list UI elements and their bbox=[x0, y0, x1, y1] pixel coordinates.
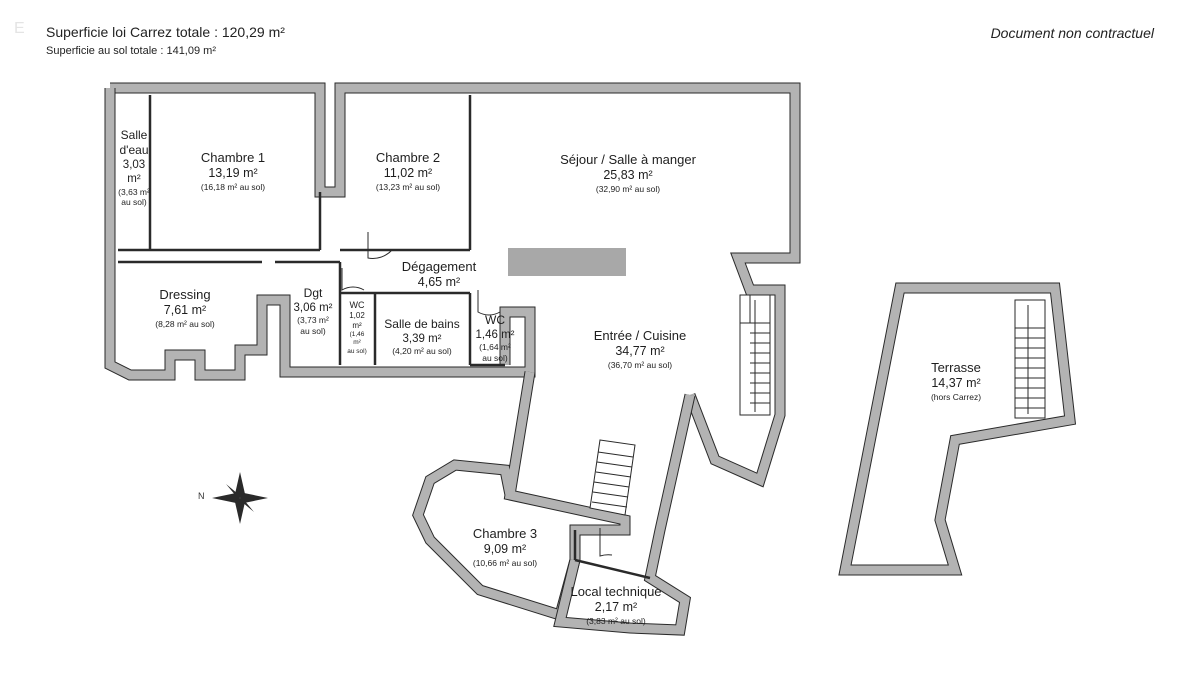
room-salle-eau: Salle d'eau 3,03 m² (3,63 m² au sol) bbox=[118, 128, 150, 208]
room-sol: (13,23 m² au sol) bbox=[375, 181, 441, 192]
sol-total: Superficie au sol totale : 141,09 m² bbox=[46, 45, 216, 57]
room-area: 7,61 m² bbox=[163, 303, 207, 318]
room-sol: (16,18 m² au sol) bbox=[200, 181, 266, 192]
room-area: 9,09 m² bbox=[483, 542, 527, 557]
room-sol: (10,66 m² au sol) bbox=[472, 557, 538, 568]
outer-wall-main-fill bbox=[110, 83, 800, 487]
staircase-right bbox=[739, 294, 771, 416]
room-area: 34,77 m² bbox=[615, 344, 665, 359]
room-name: Chambre 2 bbox=[375, 150, 441, 165]
room-sejour: Séjour / Salle à manger 25,83 m² (32,90 … bbox=[560, 152, 696, 195]
room-name: Salle bbox=[120, 128, 148, 142]
room-area: 11,02 m² bbox=[383, 166, 433, 181]
room-name: Local technique bbox=[570, 584, 662, 599]
room-wc-2: WC 1,46 m² (1,64 m² au sol) bbox=[476, 313, 515, 364]
room-area: 1,46 m² bbox=[475, 329, 515, 341]
room-area: 3,06 m² bbox=[293, 302, 333, 314]
disclaimer: Document non contractuel bbox=[990, 25, 1154, 41]
staircase-center bbox=[589, 439, 636, 516]
room-terrasse: Terrasse 14,37 m² (hors Carrez) bbox=[931, 360, 981, 403]
room-area: 13,19 m² bbox=[208, 166, 258, 181]
interior-walls bbox=[118, 95, 651, 580]
room-area: 2,17 m² bbox=[594, 600, 638, 615]
room-name: Séjour / Salle à manger bbox=[560, 152, 696, 167]
room-sol: (36,70 m² au sol) bbox=[607, 359, 673, 370]
room-degagement: Dégagement 4,65 m² bbox=[402, 259, 476, 291]
watermark-logo: E bbox=[14, 20, 26, 37]
room-dgt: Dgt 3,06 m² (3,73 m² au sol) bbox=[294, 286, 333, 337]
room-name: WC bbox=[485, 313, 505, 327]
room-name: WC bbox=[349, 300, 365, 310]
room-area: 3,39 m² bbox=[402, 333, 442, 345]
room-name: Dgt bbox=[303, 286, 323, 300]
room-area: m² bbox=[127, 173, 141, 186]
room-area: 3,03 bbox=[122, 159, 146, 171]
room-name: Entrée / Cuisine bbox=[593, 328, 687, 343]
room-name: Dégagement bbox=[401, 259, 477, 274]
room-name: Chambre 3 bbox=[472, 526, 538, 541]
room-name: Chambre 1 bbox=[200, 150, 266, 165]
room-chambre-3: Chambre 3 9,09 m² (10,66 m² au sol) bbox=[473, 526, 537, 569]
room-area: 14,37 m² bbox=[931, 376, 981, 391]
room-sol: (1,46 bbox=[349, 331, 365, 339]
room-name: Terrasse bbox=[931, 360, 981, 375]
room-sol: (3,73 m² bbox=[297, 315, 329, 326]
room-entree-cuisine: Entrée / Cuisine 34,77 m² (36,70 m² au s… bbox=[594, 328, 687, 371]
room-dressing: Dressing 7,61 m² (8,28 m² au sol) bbox=[155, 287, 215, 330]
room-area: 25,83 m² bbox=[603, 168, 653, 183]
room-area: m² bbox=[352, 321, 362, 331]
room-sol: (32,90 m² au sol) bbox=[595, 183, 661, 194]
room-area: 1,02 bbox=[349, 311, 365, 321]
kitchen-counter bbox=[508, 248, 626, 276]
room-sol: (3,63 m² bbox=[118, 186, 150, 197]
room-sol: m² bbox=[353, 339, 361, 347]
compass-north-label: N bbox=[198, 491, 205, 501]
staircase-terrasse bbox=[1014, 299, 1046, 419]
room-sol: (hors Carrez) bbox=[930, 391, 982, 402]
door-swings bbox=[341, 232, 613, 557]
room-sol: au sol) bbox=[347, 347, 367, 355]
room-sol: au sol) bbox=[482, 353, 508, 363]
room-name: d'eau bbox=[119, 143, 149, 157]
room-chambre-1: Chambre 1 13,19 m² (16,18 m² au sol) bbox=[201, 150, 265, 193]
room-sol: (4,20 m² au sol) bbox=[392, 346, 452, 357]
room-salle-bains: Salle de bains 3,39 m² (4,20 m² au sol) bbox=[384, 317, 459, 357]
room-local-technique: Local technique 2,17 m² (3,83 m² au sol) bbox=[570, 584, 661, 627]
room-sol: (1,64 m² bbox=[479, 342, 511, 353]
room-wc-1: WC 1,02 m² (1,46 m² au sol) bbox=[347, 300, 367, 356]
carrez-total: Superficie loi Carrez totale : 120,29 m² bbox=[46, 24, 285, 40]
compass-rose-icon bbox=[212, 472, 268, 524]
room-sol: au sol) bbox=[300, 326, 326, 336]
room-sol: (8,28 m² au sol) bbox=[155, 318, 215, 329]
room-chambre-2: Chambre 2 11,02 m² (13,23 m² au sol) bbox=[376, 150, 440, 193]
room-name: Dressing bbox=[159, 287, 211, 302]
room-name: Salle de bains bbox=[384, 317, 460, 331]
room-area: 4,65 m² bbox=[417, 275, 461, 290]
room-sol: au sol) bbox=[121, 197, 147, 208]
room-sol: (3,83 m² au sol) bbox=[586, 615, 646, 626]
